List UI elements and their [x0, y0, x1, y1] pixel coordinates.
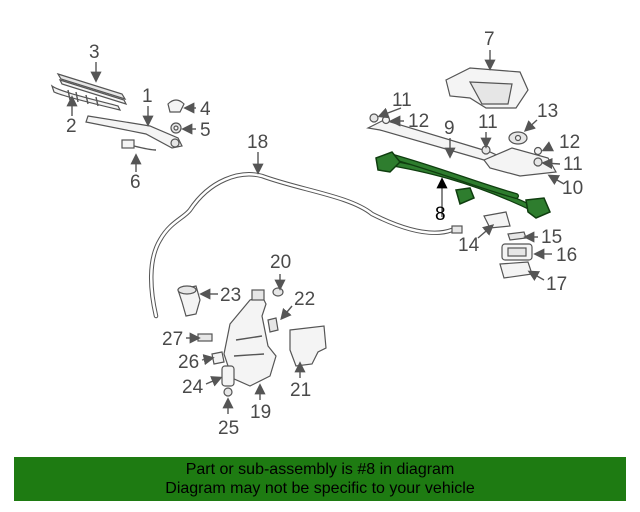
- callout-6: 6: [130, 172, 141, 193]
- banner-line-part: Part or sub-assembly is #8 in diagram: [185, 461, 455, 478]
- callout-5: 5: [200, 120, 211, 141]
- motor-crank: [508, 131, 528, 145]
- washer-nozzle: [121, 139, 157, 151]
- fastener-bolt-11a: [369, 113, 379, 123]
- banner-line-disclaimer: Diagram may not be specific to your vehi…: [165, 480, 475, 497]
- wiper-arm: [85, 115, 183, 149]
- callout-21: 21: [290, 380, 311, 401]
- callout-16: 16: [556, 245, 577, 266]
- connector: [197, 333, 213, 342]
- motor-bracket: [483, 147, 557, 177]
- callout-12-left: 12: [408, 111, 429, 132]
- reservoir-bracket: [289, 325, 327, 367]
- callout-17: 17: [546, 274, 567, 295]
- arm-nut: [170, 122, 182, 134]
- callout-18: 18: [247, 132, 268, 153]
- leader-lines: [66, 50, 565, 414]
- wiper-motor: [501, 243, 533, 261]
- callout-14: 14: [458, 235, 480, 256]
- fastener-washer-12b: [533, 146, 543, 156]
- bolt-15: [507, 231, 527, 241]
- callout-3: 3: [89, 42, 100, 63]
- fastener-washer-12a: [381, 115, 391, 125]
- callout-23: 23: [220, 285, 241, 306]
- callout-27: 27: [162, 329, 183, 350]
- callout-13: 13: [537, 101, 558, 122]
- callout-26: 26: [178, 352, 199, 373]
- bracket-14: [483, 211, 511, 229]
- callout-15: 15: [541, 227, 562, 248]
- cover-panel: [445, 67, 529, 109]
- pump-seal: [211, 351, 225, 365]
- grommet: [223, 387, 233, 397]
- arm-cap: [167, 99, 185, 113]
- linkage-assembly-highlighted: [375, 151, 551, 219]
- reservoir-cap: [272, 287, 284, 297]
- wiper-blade: [56, 72, 128, 105]
- callout-8: 8: [435, 204, 446, 225]
- washer-pump: [221, 365, 235, 387]
- fastener-bolt-11b: [481, 145, 491, 155]
- washer-hose: [148, 172, 463, 319]
- callout-25: 25: [218, 418, 239, 439]
- filler-neck: [177, 285, 201, 317]
- fastener-bolt-11c: [533, 157, 543, 167]
- callout-19: 19: [250, 402, 271, 423]
- callout-24: 24: [182, 377, 204, 398]
- callout-12-right: 12: [559, 132, 580, 153]
- callout-11-right: 11: [563, 154, 583, 175]
- callout-1: 1: [142, 86, 153, 107]
- callout-22: 22: [294, 289, 315, 310]
- part-info-banner: Part or sub-assembly is #8 in diagram Di…: [14, 457, 626, 501]
- screw-22: [267, 317, 279, 333]
- callout-11-middle: 11: [478, 112, 498, 133]
- callout-10: 10: [562, 178, 583, 199]
- callout-11-top: 11: [392, 90, 412, 111]
- callout-20: 20: [270, 252, 291, 273]
- motor-pad: [499, 261, 533, 279]
- callout-9: 9: [444, 118, 455, 139]
- callout-7: 7: [484, 29, 495, 50]
- callout-2: 2: [66, 116, 77, 137]
- callout-4: 4: [200, 99, 211, 120]
